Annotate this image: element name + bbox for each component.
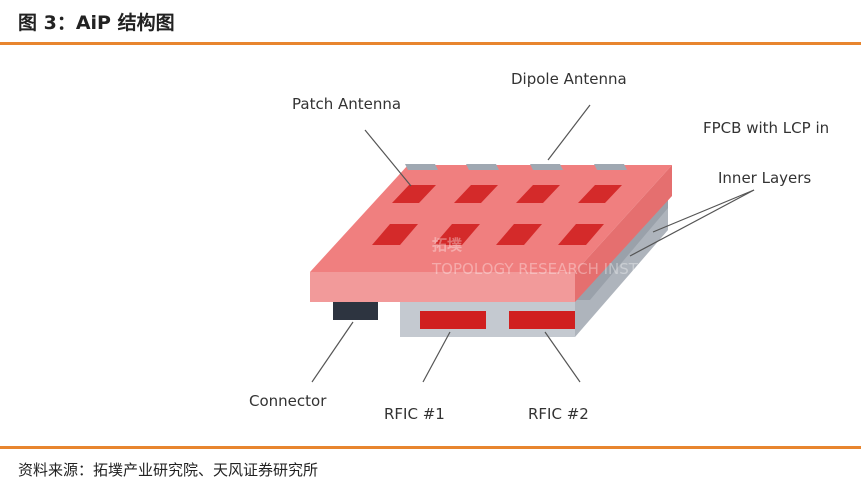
patch-antenna	[434, 224, 480, 245]
board-top-face	[310, 165, 672, 272]
patch-antenna	[392, 185, 436, 203]
leader-lines	[311, 104, 755, 383]
board-front-face	[310, 272, 575, 302]
board-side-face	[575, 165, 672, 302]
rfic2-label: RFIC #2	[528, 405, 589, 423]
connector-block	[333, 302, 378, 320]
patch-antenna	[516, 185, 560, 203]
dipole-antenna-label: Dipole Antenna	[511, 70, 627, 88]
patch-antenna	[496, 224, 542, 245]
header-divider	[0, 42, 861, 45]
patch-antenna-label: Patch Antenna	[292, 95, 401, 113]
dipole-antennas	[405, 164, 627, 170]
patch-antenna	[372, 224, 418, 245]
source-note: 资料来源：拓墣产业研究院、天风证券研究所	[18, 461, 319, 479]
fpcb-label-line1: FPCB with LCP in	[703, 119, 829, 137]
dipole-antenna	[594, 164, 627, 170]
patch-antenna	[578, 185, 622, 203]
dipole-antenna	[466, 164, 499, 170]
dipole-antenna	[405, 164, 438, 170]
footer-divider	[0, 446, 861, 449]
rfic-chip-2	[509, 311, 575, 329]
fpcb-label-line2: Inner Layers	[718, 169, 811, 187]
patch-antenna	[454, 185, 498, 203]
antenna-board	[310, 165, 672, 302]
patch-antennas	[372, 185, 622, 245]
watermark: 拓墣 TOPOLOGY RESEARCH INSTITUTE	[431, 236, 681, 278]
dipole-antenna	[530, 164, 563, 170]
rfic-chip-1	[420, 311, 486, 329]
rfic1-label: RFIC #1	[384, 405, 445, 423]
figure-title: 图 3：AiP 结构图	[18, 12, 175, 34]
svg-text:TOPOLOGY RESEARCH INSTITUTE: TOPOLOGY RESEARCH INSTITUTE	[431, 260, 681, 278]
connector-label: Connector	[249, 392, 327, 410]
svg-text:拓墣: 拓墣	[432, 236, 462, 254]
patch-antenna	[558, 224, 604, 245]
